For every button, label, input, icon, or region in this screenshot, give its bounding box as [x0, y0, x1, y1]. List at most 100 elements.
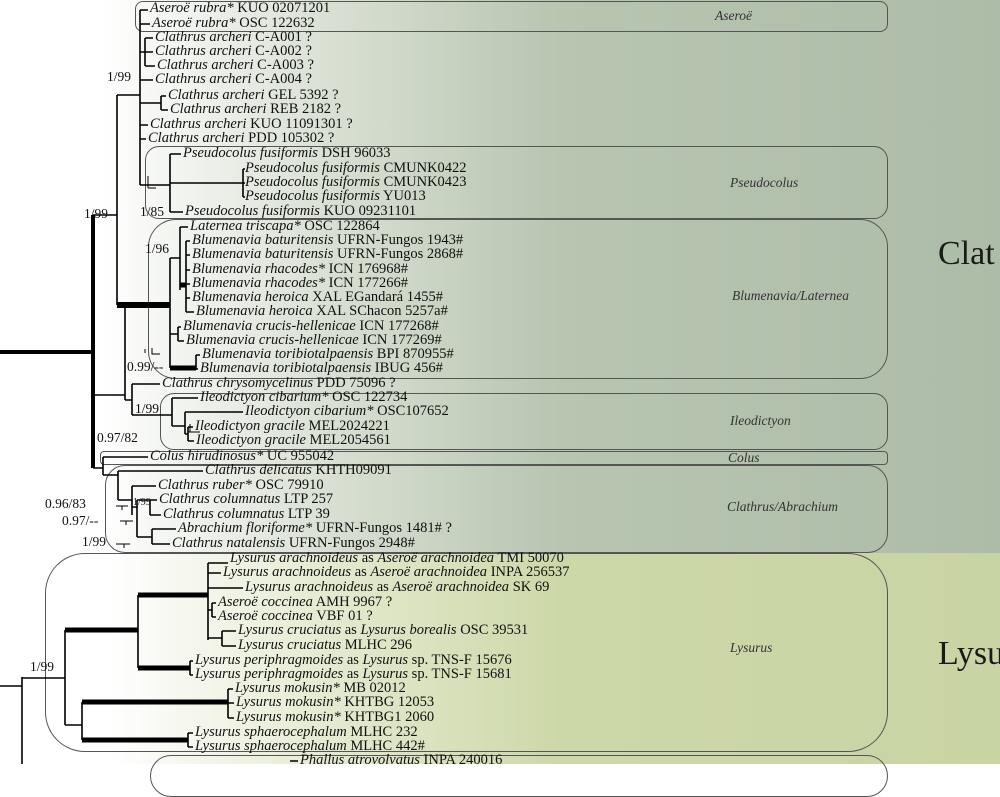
clade-label-clathrus-abrachium: Clathrus/Abrachium — [727, 499, 839, 514]
taxon-name: Clathrus columnatus — [159, 491, 281, 507]
clade-label-aseroe: Aseroë — [715, 8, 752, 23]
leaf-label: Colus hirudinosus* UC 955042 — [150, 448, 335, 464]
leaf-label: Clathrus columnatus LTP 39 — [163, 506, 330, 522]
support-value: 0.99/-- — [127, 359, 164, 374]
taxon-name: Lysurus cruciatus — [238, 637, 342, 653]
leaf-label: Blumenavia heroica XAL EGandará 1455# — [192, 289, 443, 305]
leaf-label: Aseroë coccinea AMH 9967 ? — [218, 594, 393, 610]
voucher-id: MB 02012 — [343, 680, 406, 696]
leaf-label: Clathrus ruber* OSC 79910 — [158, 478, 324, 493]
voucher-id: LTP 39 — [287, 506, 330, 522]
as-text: as — [346, 652, 359, 668]
tree-branches — [0, 9, 298, 764]
taxon-name: Blumenavia toribiotalpaensis — [200, 360, 372, 376]
voucher-id: C-A002 ? — [255, 43, 312, 59]
leaf-label: Clathrus delicatus KHTH09091 — [205, 462, 392, 478]
leaf-label: Lysurus mokusin* KHTBG1 2060 — [236, 709, 434, 725]
voucher-id: C-A003 ? — [257, 57, 314, 73]
leaf-label: Pseudocolus fusiformis CMUNK0423 — [245, 174, 467, 190]
taxon-name: Blumenavia rhacodes* — [192, 261, 326, 277]
voucher-id: AMH 9967 ? — [315, 594, 393, 610]
taxon-name: Blumenavia toribiotalpaensis — [202, 346, 374, 362]
support-value: 0.97/82 — [97, 430, 138, 445]
taxon-name: Blumenavia crucis-hellenicae — [186, 332, 359, 348]
taxon-name: Pseudocolus fusiformis — [185, 203, 320, 219]
clade-label-ileodictyon: Ileodictyon — [730, 413, 791, 428]
support-value: 1/96 — [145, 241, 170, 256]
voucher-id: CMUNK0422 — [383, 160, 467, 176]
leaf-label: Clathrus chrysomycelinus PDD 75096 ? — [162, 375, 396, 391]
voucher-id: UFRN-Fungos 1943# — [337, 232, 464, 248]
taxon-name: Lysurus arachnoideus — [230, 550, 359, 566]
voucher-id: ICN 177269# — [362, 332, 442, 348]
synonym-name: Lysurus — [362, 652, 409, 668]
taxon-name: Pseudocolus fusiformis — [245, 160, 380, 176]
family-label-clathrus: Clat — [938, 235, 995, 272]
voucher-id: VBF 01 ? — [316, 608, 373, 624]
taxon-name: Clathrus natalensis — [172, 535, 286, 551]
taxon-name: Blumenavia heroica — [196, 303, 313, 319]
clade-box-ileodictyon — [160, 393, 888, 450]
taxon-name: Pseudocolus fusiformis — [245, 174, 380, 190]
taxon-name: Lysurus mokusin* — [236, 709, 341, 725]
taxon-name: Clathrus chrysomycelinus — [162, 375, 314, 391]
taxon-name: Clathrus archeri — [168, 87, 265, 103]
as-text: as — [376, 579, 389, 595]
taxon-name: Lysurus mokusin* — [235, 680, 340, 696]
synonym-name: Aseroë arachnoidea — [377, 550, 495, 566]
as-text: as — [361, 550, 374, 566]
voucher-id: BPI 870955# — [376, 346, 454, 362]
clade-box-clathrus-abrachium — [105, 465, 888, 553]
leaf-label: Clathrus archeri C-A002 ? — [155, 43, 312, 59]
leaf-label: Pseudocolus fusiformis CMUNK0422 — [245, 160, 467, 176]
as-text: as — [344, 622, 357, 638]
leaf-label: Lysurus arachnoideus as Aseroë arachnoid… — [230, 550, 564, 566]
leaf-label: Pseudocolus fusiformis KUO 09231101 — [185, 203, 417, 219]
leaf-label: Blumenavia toribiotalpaensis IBUG 456# — [200, 360, 443, 376]
voucher-id: ICN 176968# — [328, 261, 409, 277]
leaf-label: Lysurus mokusin* KHTBG 12053 — [236, 694, 434, 710]
support-value: 0.97/-- — [62, 513, 99, 528]
leaf-label: Aseroë rubra* KUO 02071201 — [150, 1, 330, 16]
leaf-label: Aseroë rubra* OSC 122632 — [152, 16, 315, 31]
family-label-lysurus: Lysu — [938, 635, 1000, 672]
taxon-name: Blumenavia crucis-hellenicae — [183, 318, 356, 334]
leaf-label: Ileodictyon gracile MEL2024221 — [195, 418, 390, 434]
taxon-name: Aseroë coccinea — [218, 608, 313, 624]
support-value: 0.96/83 — [45, 496, 86, 511]
voucher-id: C-A004 ? — [255, 71, 312, 87]
taxon-name: Clathrus columnatus — [163, 506, 285, 522]
taxon-name: Lysurus sphaerocephalum — [195, 738, 347, 754]
leaf-label: Pseudocolus fusiformis DSH 96033 — [183, 146, 390, 161]
taxon-name: Ileodictyon gracile — [195, 418, 305, 434]
voucher-id: PDD 105302 ? — [248, 130, 335, 146]
voucher-id: XAL SChacon 5257a# — [316, 303, 448, 319]
taxon-name: Blumenavia baturitensis — [192, 232, 334, 248]
voucher-id: KHTH09091 — [315, 462, 392, 478]
voucher-id: UC 955042 — [266, 448, 335, 464]
voucher-id: REB 2182 ? — [270, 101, 342, 117]
voucher-id: C-A001 ? — [255, 29, 312, 45]
support-value: 1/99 — [82, 534, 107, 549]
taxon-name: Lysurus arachnoideus — [223, 564, 352, 580]
taxon-name: Ileodictyon cibarium* — [245, 403, 374, 419]
leaf-label: Lysurus arachnoideus as Aseroë arachnoid… — [245, 579, 549, 595]
synonym-name: Aseroë arachnoidea — [392, 579, 510, 595]
as-text: as — [346, 666, 359, 682]
leaf-label: Clathrus archeri GEL 5392 ? — [168, 87, 339, 103]
voucher-id: OSC 122734 — [332, 389, 408, 405]
leaf-label: Ileodictyon gracile MEL2054561 — [196, 432, 391, 448]
voucher-id: KUO 09231101 — [323, 203, 417, 219]
taxon-name: Lysurus mokusin* — [236, 694, 341, 710]
taxon-name: Clathrus archeri — [155, 43, 252, 59]
taxon-name: Clathrus archeri — [148, 130, 245, 146]
taxon-name: Phallus atrovolvatus — [300, 752, 420, 768]
taxon-name: Clathrus archeri — [170, 101, 267, 117]
support-value: 1/99 — [84, 206, 109, 221]
leaf-label: Clathrus archeri C-A004 ? — [155, 71, 312, 87]
leaf-label: Lysurus cruciatus as Lysurus borealis OS… — [238, 622, 528, 638]
taxon-name: Abrachium floriforme* — [178, 520, 313, 536]
taxon-name: Ileodictyon gracile — [196, 432, 306, 448]
voucher-id: XAL EGandará 1455# — [312, 289, 443, 305]
voucher-id: ICN 177268# — [359, 318, 439, 334]
